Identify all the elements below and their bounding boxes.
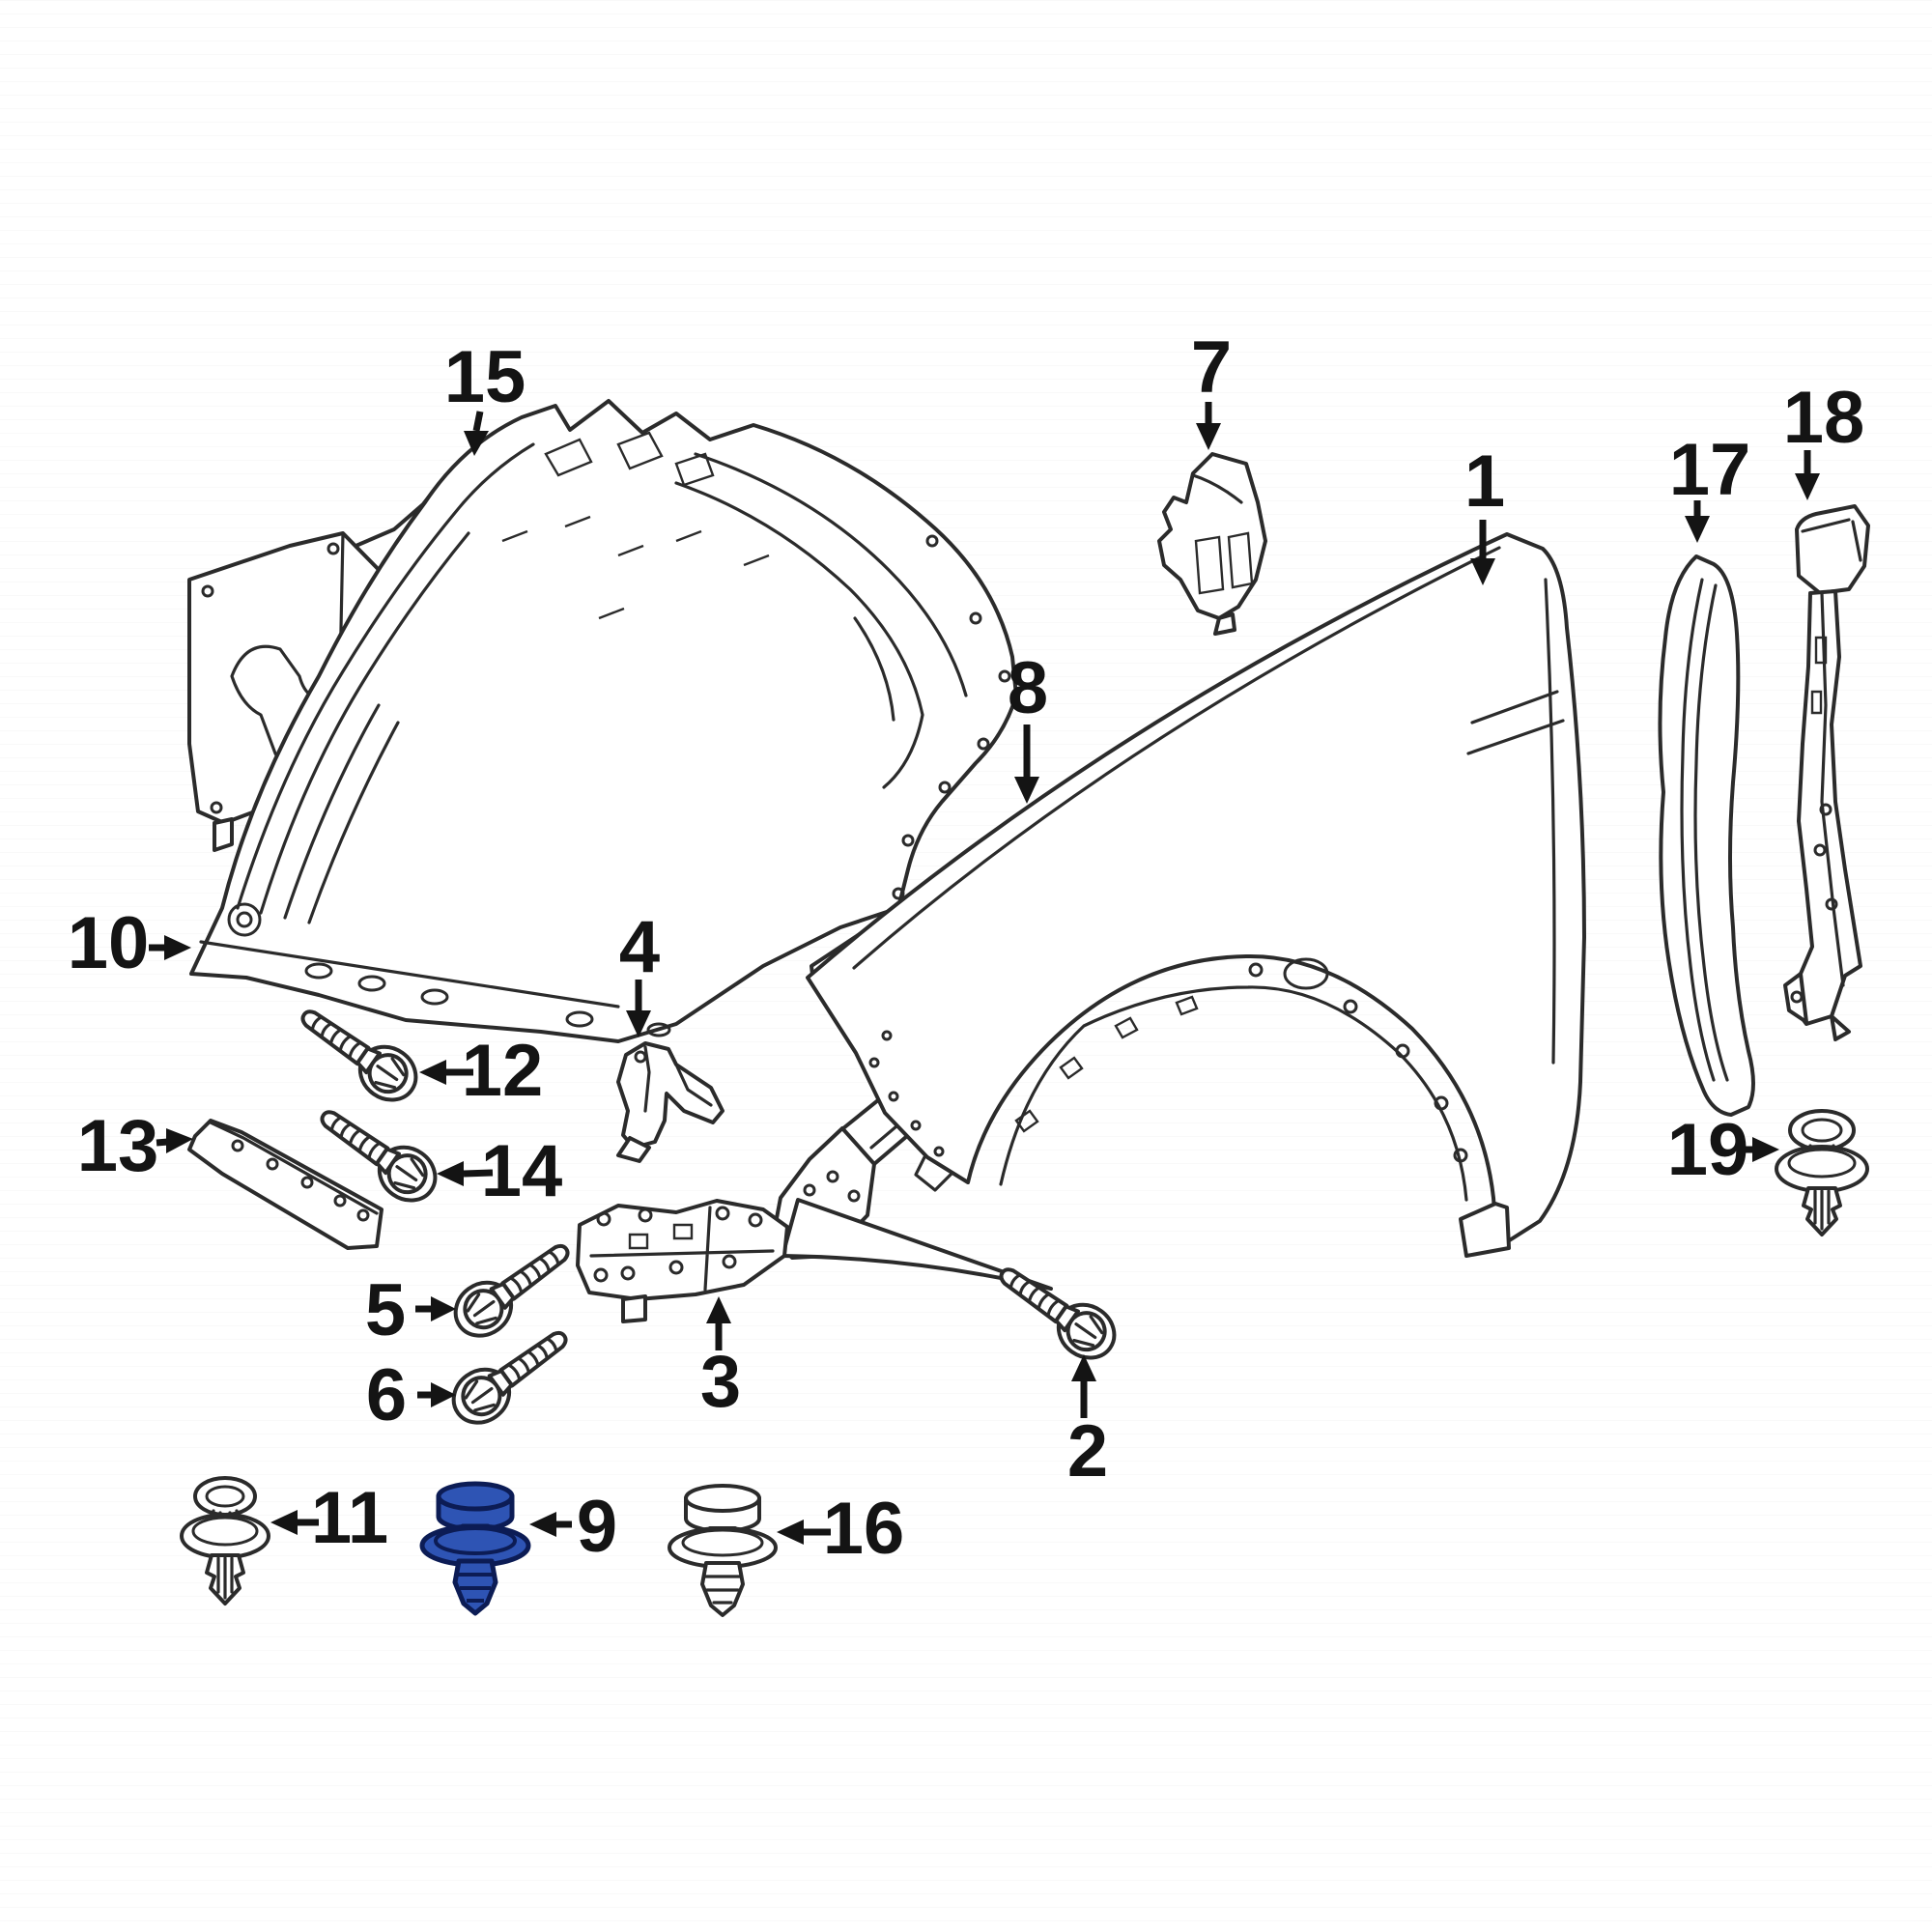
callout-12: 12 — [419, 1030, 543, 1112]
part-3-mounting-bracket — [576, 1199, 789, 1323]
callout-10-label: 10 — [68, 902, 150, 984]
callout-14-arrow — [463, 1169, 494, 1178]
callout-18-arrowhead — [1795, 473, 1820, 500]
callout-19-label: 19 — [1667, 1109, 1749, 1191]
callout-13-label: 13 — [77, 1105, 159, 1187]
part-11-push-pin — [180, 1476, 270, 1605]
callout-14-arrowhead — [437, 1161, 464, 1186]
part-1-front-fender — [771, 532, 1586, 1291]
callout-16: 16 — [777, 1488, 904, 1570]
callout-8: 8 — [1008, 647, 1048, 804]
callout-4-arrowhead — [626, 1010, 651, 1037]
callout-3: 3 — [700, 1296, 741, 1423]
callout-1: 1 — [1464, 440, 1505, 585]
callout-3-label: 3 — [700, 1341, 741, 1423]
callout-15-arrow — [472, 411, 484, 432]
callout-10-arrowhead — [164, 935, 191, 960]
part-2-bolt — [985, 1250, 1127, 1371]
callout-13-arrowhead — [166, 1128, 193, 1153]
callout-17-arrowhead — [1685, 516, 1710, 543]
callout-3-arrowhead — [706, 1296, 731, 1323]
callout-16-label: 16 — [823, 1488, 905, 1570]
callout-9-arrowhead — [529, 1512, 556, 1537]
callout-18-label: 18 — [1783, 377, 1865, 459]
callout-15-label: 15 — [444, 336, 526, 418]
callout-7-label: 7 — [1191, 327, 1232, 409]
callout-11-arrowhead — [270, 1510, 298, 1535]
callout-7: 7 — [1191, 327, 1232, 450]
part-10-fender-liner — [189, 399, 1018, 1043]
part-13-support-bracket — [187, 1119, 384, 1250]
callout-18: 18 — [1783, 377, 1865, 500]
part-6-bolt — [443, 1316, 580, 1434]
callout-19: 19 — [1667, 1109, 1779, 1191]
callout-15-arrowhead — [464, 431, 489, 456]
callout-5-label: 5 — [365, 1269, 406, 1351]
callout-4: 4 — [619, 906, 660, 1037]
part-7-insulator-bracket — [1157, 452, 1267, 636]
callout-13: 13 — [77, 1105, 193, 1187]
callout-11: 11 — [270, 1477, 388, 1559]
part-4-fender-bracket — [616, 1041, 724, 1163]
callout-6: 6 — [366, 1354, 456, 1436]
callout-2: 2 — [1067, 1354, 1108, 1492]
callout-12-label: 12 — [462, 1030, 544, 1112]
callout-17: 17 — [1669, 429, 1751, 543]
callout-8-arrowhead — [1014, 777, 1039, 804]
callout-1-arrowhead — [1470, 558, 1495, 585]
callout-11-label: 11 — [311, 1477, 388, 1559]
part-17-seal-strip — [1658, 554, 1755, 1117]
callout-16-arrowhead — [777, 1520, 804, 1545]
callout-19-arrowhead — [1752, 1137, 1779, 1162]
callout-9-label: 9 — [577, 1486, 617, 1568]
callout-2-label: 2 — [1067, 1410, 1108, 1492]
part-18-rear-bracket — [1783, 504, 1870, 1041]
callout-7-arrowhead — [1196, 423, 1221, 450]
callout-4-label: 4 — [619, 906, 660, 988]
callout-2-arrowhead — [1071, 1354, 1096, 1381]
callout-8-label: 8 — [1008, 647, 1048, 729]
callout-6-label: 6 — [366, 1354, 407, 1436]
callout-10: 10 — [68, 902, 191, 984]
callout-1-label: 1 — [1464, 440, 1505, 523]
part-9-push-pin-highlighted — [419, 1481, 531, 1616]
callout-5-arrowhead — [431, 1296, 456, 1321]
callout-14: 14 — [437, 1130, 562, 1212]
part-16-push-pin — [668, 1484, 778, 1617]
callout-17-label: 17 — [1669, 429, 1751, 511]
callout-14-label: 14 — [481, 1130, 563, 1212]
callout-6-arrowhead — [431, 1382, 456, 1407]
callout-12-arrowhead — [419, 1060, 446, 1085]
part-19-push-pin — [1775, 1109, 1869, 1236]
part-5-bolt — [445, 1229, 582, 1347]
callout-15: 15 — [444, 336, 526, 456]
callout-9: 9 — [529, 1486, 617, 1568]
callout-5: 5 — [365, 1269, 456, 1351]
